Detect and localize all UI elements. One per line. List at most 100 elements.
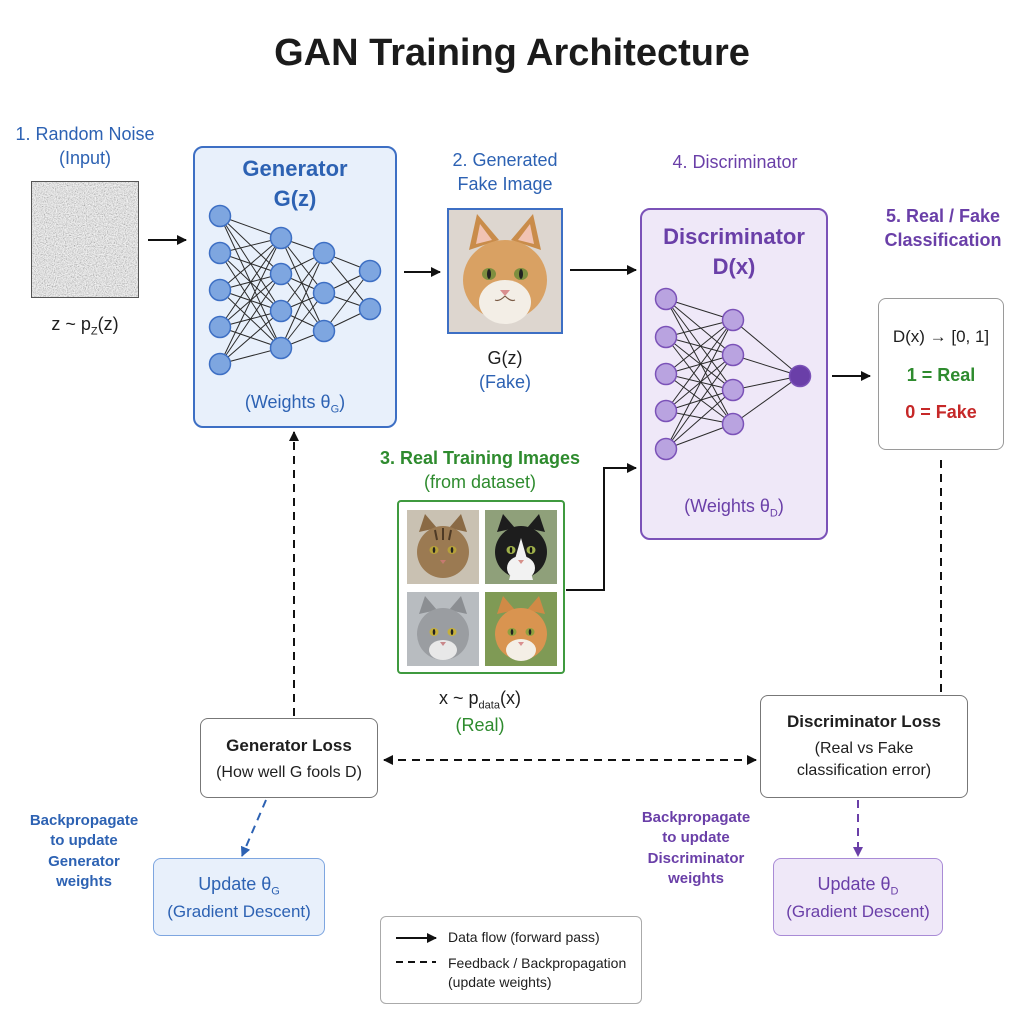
generator-connection — [280, 292, 325, 349]
cat-black-white — [485, 510, 557, 584]
generator-connection — [280, 237, 325, 294]
generator-node — [312, 281, 336, 305]
classification-range: D(x) → [0, 1] — [892, 327, 990, 346]
update-discriminator-title: Update θD — [817, 874, 899, 898]
noise-image — [31, 181, 139, 298]
discriminator-connection — [665, 389, 734, 450]
legend-solid-label: Data flow (forward pass) — [448, 929, 600, 945]
discriminator-node — [654, 287, 678, 311]
discriminator-connection — [665, 298, 734, 321]
cat-orange-white — [485, 592, 557, 666]
discriminator-node — [654, 362, 678, 386]
discriminator-node — [654, 325, 678, 349]
discriminator-connection — [665, 319, 734, 450]
classification-box — [878, 298, 1004, 450]
discriminator-connection — [732, 354, 801, 377]
update-discriminator-box — [773, 858, 943, 936]
generator-node — [312, 241, 336, 265]
discriminator-connection — [665, 298, 734, 356]
page-title: GAN Training Architecture — [274, 32, 750, 74]
discriminator-node — [654, 437, 678, 461]
generator-node — [269, 299, 293, 323]
generator-node — [208, 278, 232, 302]
discriminator-connection — [665, 298, 734, 391]
discriminator-connection — [665, 354, 734, 450]
discriminator-loss-box — [760, 695, 968, 798]
generator-connection — [280, 252, 325, 312]
discriminator-connection — [665, 373, 734, 425]
cat-gray — [407, 592, 479, 666]
classification-real: 1 = Real — [906, 365, 976, 385]
discriminator-connection — [665, 336, 734, 425]
generator-node — [208, 241, 232, 265]
generator-node — [269, 262, 293, 286]
update-discriminator-desc: (Gradient Descent) — [786, 902, 930, 921]
discriminator-connection — [665, 410, 734, 425]
discriminator-connection — [665, 423, 734, 450]
discriminator-connection — [732, 375, 801, 391]
generator-connection — [219, 273, 282, 365]
update-generator-desc: (Gradient Descent) — [167, 902, 311, 921]
generator-node — [208, 315, 232, 339]
legend — [380, 916, 642, 1004]
discriminator-connection — [665, 298, 734, 425]
discriminator-connection — [732, 375, 801, 425]
generator-loss-desc: (How well G fools D) — [216, 764, 362, 781]
discriminator-connection — [665, 389, 734, 412]
discriminator-connection — [665, 354, 734, 412]
real-label: 3. Real Training Images(from dataset) — [379, 448, 581, 493]
discriminator-node — [654, 399, 678, 423]
generator-node — [208, 204, 232, 228]
generator-connection — [323, 252, 371, 310]
generator-connection — [280, 237, 325, 332]
update-generator-title: Update θG — [198, 874, 280, 898]
discriminator-node — [721, 412, 745, 436]
generator-connection — [323, 270, 371, 332]
classification-fake: 0 = Fake — [905, 402, 977, 422]
discriminator-connection — [665, 319, 734, 338]
discriminator-connection — [665, 336, 734, 391]
generator-node — [312, 319, 336, 343]
generator-weights: (Weights θG) — [244, 392, 346, 416]
discriminator-connection — [732, 319, 801, 377]
discriminator-node — [721, 343, 745, 367]
legend-swatches — [396, 933, 437, 963]
discriminator-node — [721, 378, 745, 402]
legend-dashed-label: Feedback / Backpropagation(update weight… — [448, 955, 627, 990]
cat-tabby — [407, 510, 479, 584]
arrow-real-to-discriminator — [566, 463, 637, 591]
discriminator-connection — [665, 319, 734, 375]
discriminator-connection — [665, 336, 734, 356]
fake-image — [447, 208, 563, 334]
generator-node — [358, 259, 382, 283]
generator-connection — [219, 237, 282, 365]
generator-loss-title: Generator Loss — [226, 736, 352, 755]
cat-image — [449, 210, 561, 332]
generator-connection — [219, 237, 282, 328]
generator-node — [269, 226, 293, 250]
update-generator-box — [153, 858, 325, 936]
discriminator-connection — [665, 373, 734, 391]
discriminator-connection — [665, 354, 734, 375]
noise-label: 1. Random Noise(Input) — [15, 124, 155, 169]
discriminator-weights: (Weights θD) — [684, 496, 784, 520]
generator-connection — [219, 237, 282, 291]
real-caption: x ~ pdata(x) (Real) — [439, 688, 521, 736]
discriminator-node — [788, 364, 812, 388]
generator-node — [208, 352, 232, 376]
discriminator-loss-title: Discriminator Loss — [787, 712, 941, 731]
generator-node — [358, 297, 382, 321]
discriminator-label: 4. Discriminator — [672, 152, 798, 172]
real-images — [407, 510, 557, 666]
